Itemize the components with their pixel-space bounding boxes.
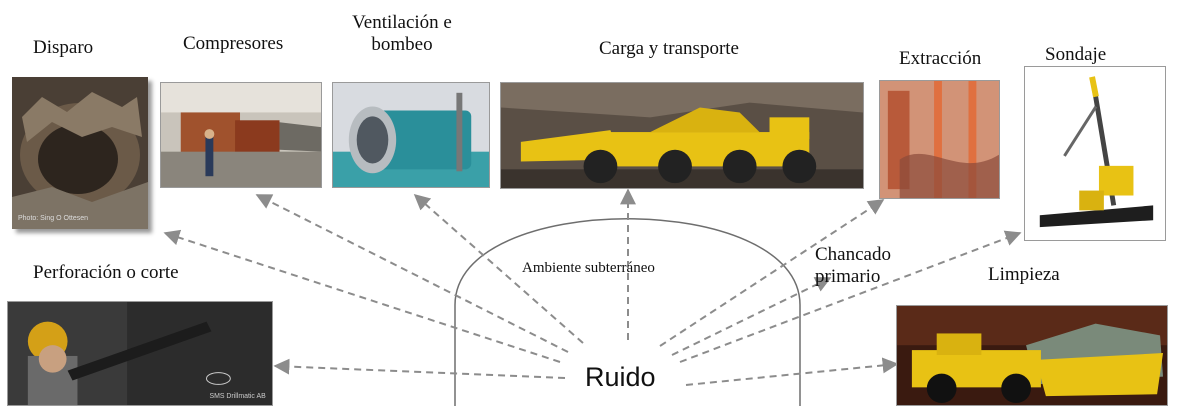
photo-carga [500, 82, 864, 189]
environment-label: Ambiente subterráneo [522, 260, 655, 276]
arrow-to-extraccion [659, 199, 885, 347]
arrow-to-ventilacion [413, 193, 584, 344]
photo-perforacion-caption: SMS Drillmatic AB [209, 393, 266, 400]
photo-sondaje [1024, 66, 1166, 241]
arrow-to-disparo [163, 229, 561, 363]
label-ventilacion: Ventilación e bombeo [339, 12, 465, 56]
arrow-to-limpieza [685, 357, 899, 386]
label-extraccion: Extracción [899, 48, 982, 69]
label-disparo: Disparo [33, 37, 94, 58]
label-chancado: Chancado primario [815, 244, 891, 288]
photo-limpieza [896, 305, 1168, 406]
arrow-to-perforacion [273, 358, 566, 379]
label-perforacion: Perforación o corte [33, 262, 179, 283]
label-chancado-line2: primario [815, 266, 881, 287]
label-carga: Carga y transporte [599, 38, 739, 59]
label-sondaje: Sondaje [1045, 44, 1107, 65]
photo-perforacion: SMS Drillmatic AB [7, 301, 273, 406]
label-limpieza: Limpieza [988, 264, 1060, 285]
label-chancado-line1: Chancado [815, 244, 891, 265]
label-compresores: Compresores [183, 33, 284, 54]
photo-disparo: Photo: Sing O Ottesen [12, 77, 148, 229]
arrow-to-compresores [255, 194, 569, 353]
arrow-to-chancado [671, 277, 832, 356]
photo-extraccion [879, 80, 1000, 199]
label-ventilacion-line2: bombeo [371, 34, 433, 55]
photo-disparo-caption: Photo: Sing O Ottesen [18, 215, 88, 222]
label-ventilacion-line1: Ventilación e [352, 12, 452, 33]
center-label-ruido: Ruido [585, 362, 656, 392]
arrow-to-sondaje [679, 230, 1022, 363]
photo-compresores [160, 82, 322, 188]
photo-ventilacion [332, 82, 490, 188]
